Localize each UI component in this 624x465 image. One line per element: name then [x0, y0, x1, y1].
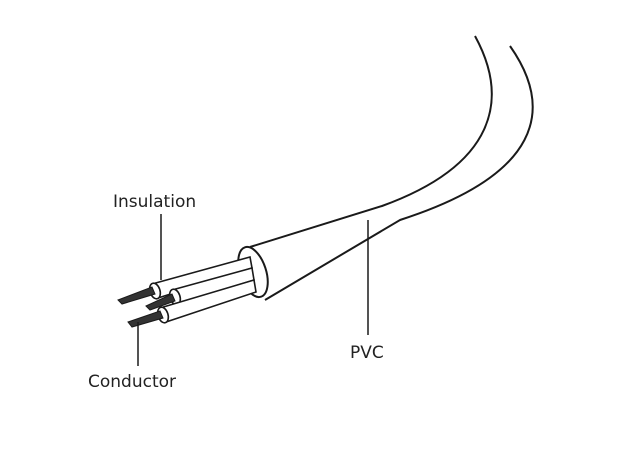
pvc-label: PVC [350, 343, 384, 363]
pvc-jacket [237, 35, 534, 301]
pvc-jacket-bottom-edge [264, 45, 534, 301]
conductor-strands-middle [145, 293, 176, 311]
pvc-jacket-body [250, 36, 507, 300]
insulated-wire-lower [127, 278, 257, 328]
conductor-strands-upper [117, 286, 156, 305]
pvc-jacket-top-edge [249, 35, 493, 248]
conductor-strands-lower [127, 310, 164, 328]
conductor-label: Conductor [88, 372, 176, 392]
insulation-label: Insulation [113, 192, 196, 212]
